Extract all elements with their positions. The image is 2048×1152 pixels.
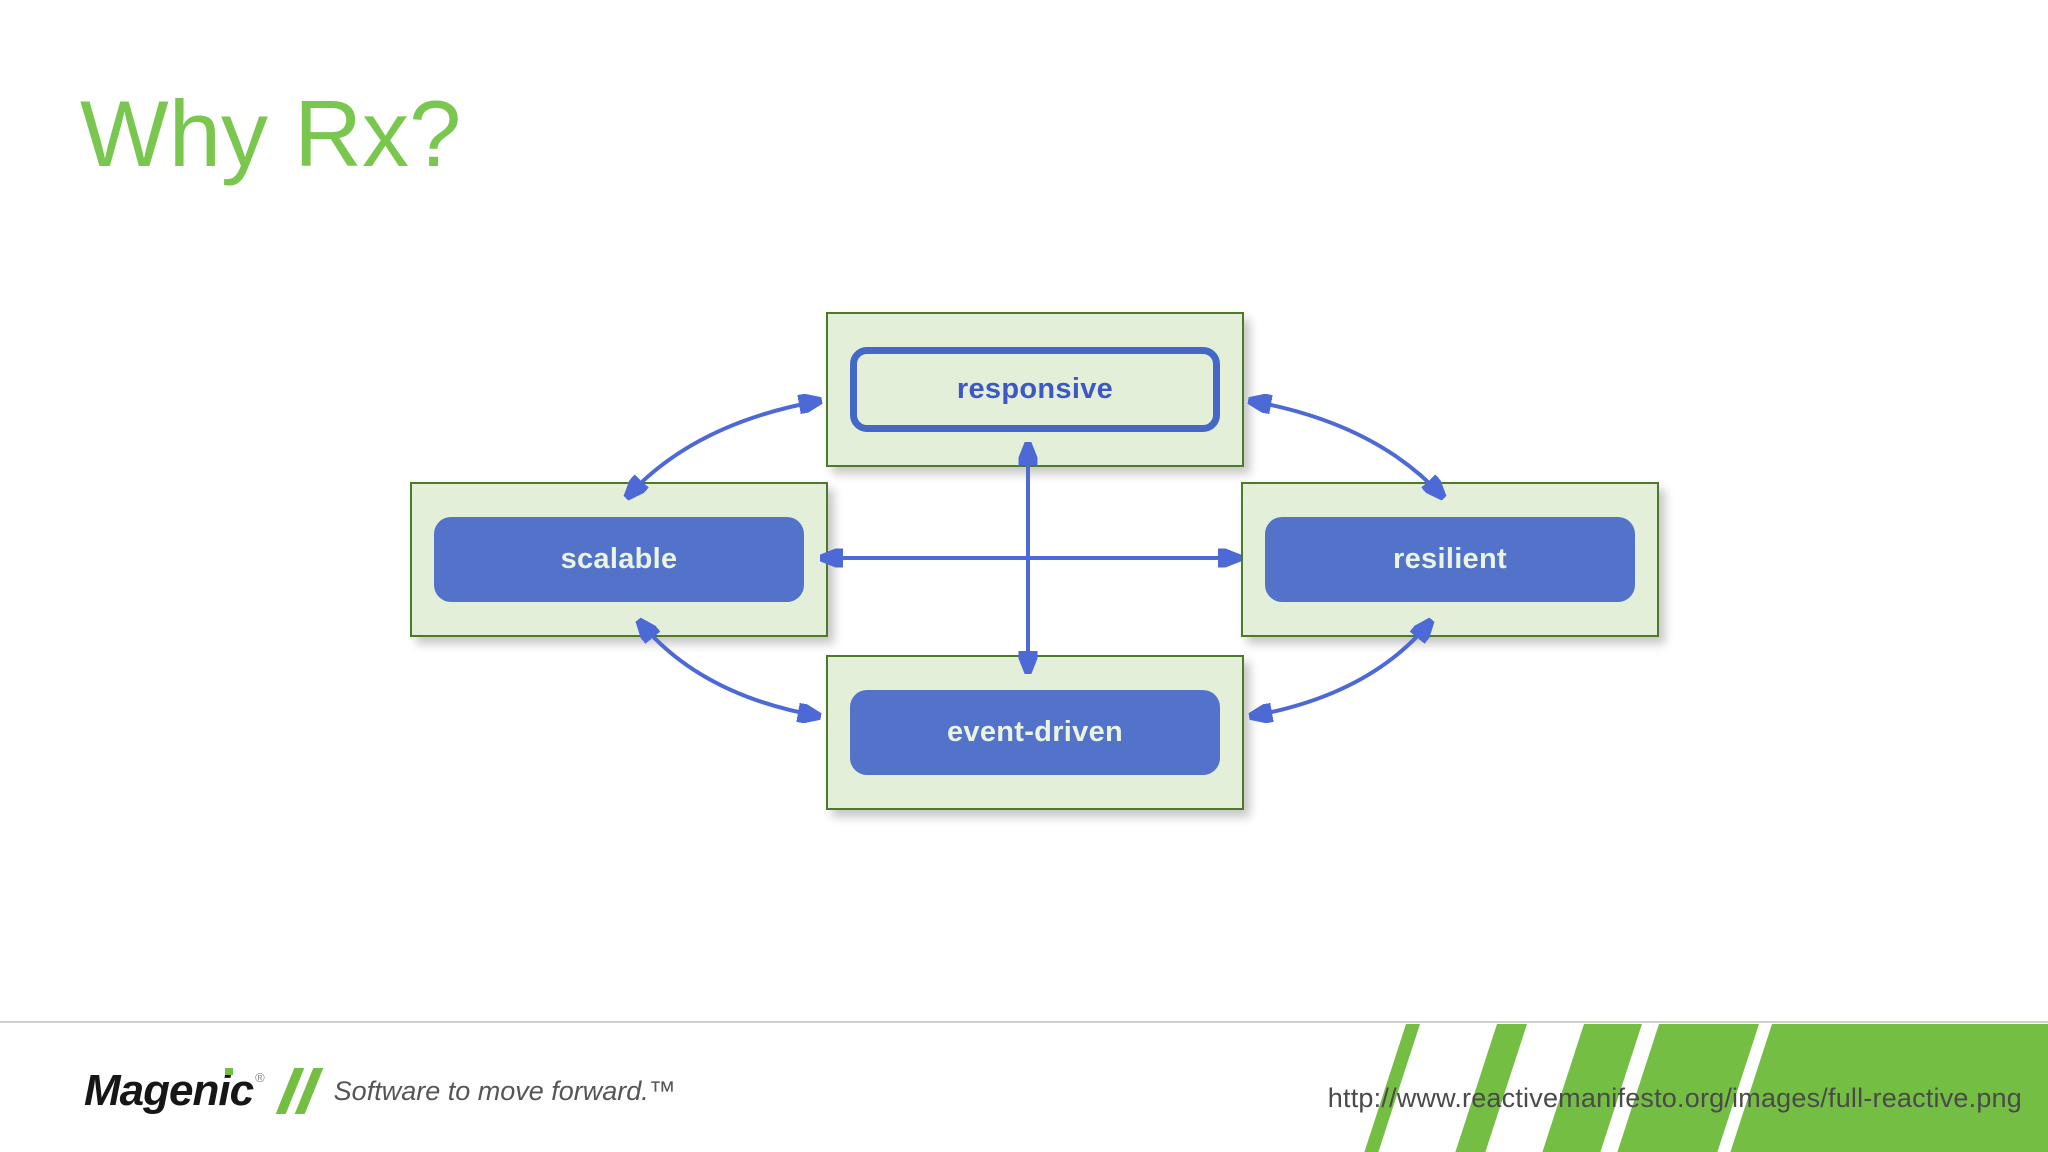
diagram-node-responsive: responsive — [826, 312, 1244, 467]
event-driven-label: event-driven — [946, 716, 1124, 748]
responsive-label: responsive — [956, 373, 1114, 405]
source-url: http://www.reactivemanifesto.org/images/… — [1327, 1083, 2022, 1113]
diagram-node-event-driven: event-driven — [826, 655, 1244, 810]
scalable-pill: scalable — [434, 517, 804, 602]
resilient-pill: resilient — [1265, 517, 1635, 602]
scalable-label: scalable — [560, 543, 678, 575]
double-slash-icon — [275, 1068, 323, 1114]
footer-divider-line — [0, 1021, 2048, 1023]
responsive-pill: responsive — [850, 347, 1220, 432]
slide-title: Why Rx? — [80, 80, 462, 186]
registered-trademark: ® — [255, 1070, 265, 1085]
magenic-wordmark: Magenic — [84, 1066, 255, 1116]
wordmark-green-dot-i: i — [218, 1066, 233, 1115]
wordmark-prefix: Magen — [84, 1066, 219, 1115]
magenic-logo: Magenic ® Software to move forward.™ — [84, 1058, 676, 1124]
magenic-tagline: Software to move forward.™ — [333, 1075, 676, 1106]
diagram-node-scalable: scalable — [410, 482, 828, 637]
wordmark-suffix: c — [229, 1066, 255, 1115]
event-driven-pill: event-driven — [850, 690, 1220, 775]
diagram-node-resilient: resilient — [1241, 482, 1659, 637]
resilient-label: resilient — [1393, 543, 1507, 575]
